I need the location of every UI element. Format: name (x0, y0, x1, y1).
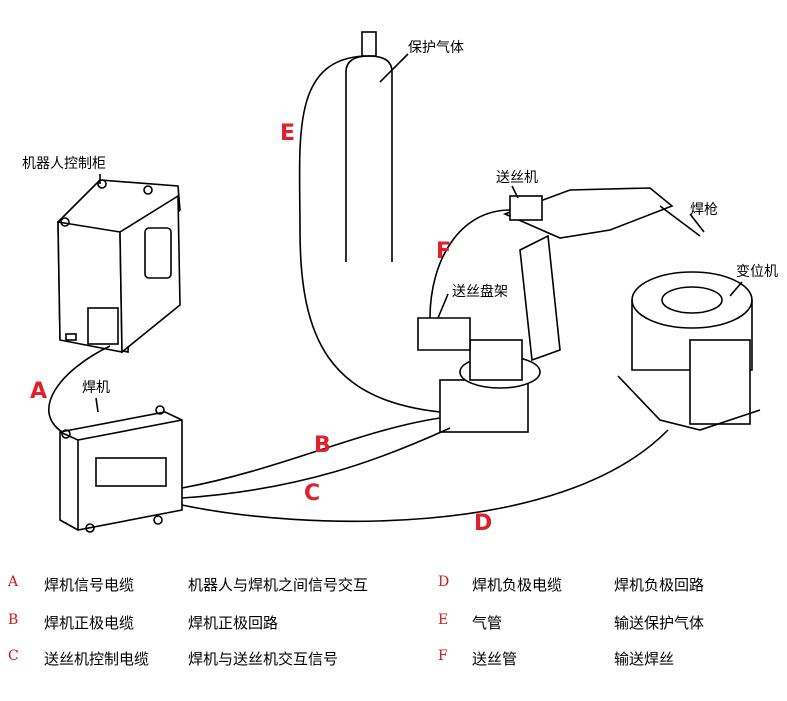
legend-code: E (438, 612, 449, 628)
label-spool: 送丝盘架 (452, 283, 508, 300)
welder-machine (59, 405, 183, 533)
cable-c (181, 427, 451, 499)
label-welder: 焊机 (82, 380, 110, 396)
legend-desc: 焊机负极回路 (614, 576, 705, 594)
legend-name: 焊机正极电缆 (44, 614, 135, 632)
legend-name: 气管 (472, 614, 503, 632)
robot-controller-cabinet (57, 179, 181, 354)
label-controller: 机器人控制柜 (22, 156, 106, 172)
cable-f (429, 209, 511, 319)
positioner (617, 271, 761, 431)
welding-system-diagram: 保护气体 机器人控制柜 焊机 送丝机 焊枪 送丝盘架 变位机 A B C D E… (22, 31, 778, 536)
legend-desc: 焊机与送丝机交互信号 (188, 650, 339, 668)
legend-name: 送丝机控制电缆 (44, 650, 150, 668)
legend-row: B 焊机正极电缆 焊机正极回路 E 气管 输送保护气体 (0, 612, 787, 636)
legend-name: 焊机负极电缆 (472, 576, 563, 594)
legend-code: C (8, 648, 19, 664)
cable-label-a: A (30, 379, 47, 404)
legend-code: F (438, 648, 448, 664)
legend-code: A (8, 574, 19, 590)
legend-name: 焊机信号电缆 (44, 576, 135, 594)
legend-table: A 焊机信号电缆 机器人与焊机之间信号交互 D 焊机负极电缆 焊机负极回路 B … (0, 560, 787, 701)
legend-desc: 机器人与焊机之间信号交互 (188, 576, 369, 594)
cable-label-c: C (304, 481, 320, 506)
legend-desc: 焊机正极回路 (188, 614, 279, 632)
cable-e (298, 55, 441, 413)
cable-label-f: F (436, 239, 451, 264)
welding-robot (417, 187, 701, 433)
legend-desc: 输送焊丝 (614, 650, 675, 668)
cable-label-d: D (474, 511, 492, 536)
legend-code: B (8, 612, 19, 628)
label-positioner: 变位机 (736, 264, 778, 280)
legend-desc: 输送保护气体 (614, 614, 705, 632)
cable-label-e: E (280, 121, 295, 146)
cable-label-b: B (314, 433, 331, 458)
label-gas: 保护气体 (408, 40, 464, 56)
cable-a (48, 345, 111, 433)
legend-name: 送丝管 (472, 650, 518, 668)
gas-cylinder (345, 31, 393, 262)
cable-b (181, 417, 441, 489)
legend-code: D (438, 574, 450, 590)
label-torch: 焊枪 (690, 201, 718, 218)
legend-row: C 送丝机控制电缆 焊机与送丝机交互信号 F 送丝管 输送焊丝 (0, 648, 787, 672)
cable-d (181, 429, 669, 523)
label-feeder: 送丝机 (496, 170, 538, 186)
legend-row: A 焊机信号电缆 机器人与焊机之间信号交互 D 焊机负极电缆 焊机负极回路 (0, 574, 787, 598)
